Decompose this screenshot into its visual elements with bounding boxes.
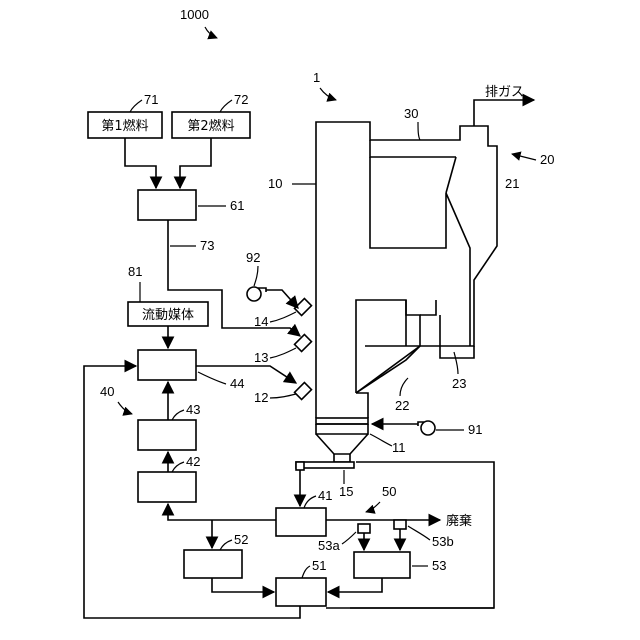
outlet-valve — [296, 462, 304, 470]
fuel2-ref: 72 — [234, 92, 248, 107]
return-loop — [440, 315, 474, 358]
line-53-51 — [328, 578, 382, 592]
unit43-ref: 43 — [186, 402, 200, 417]
cyclone-label: 21 — [505, 176, 519, 191]
unit51-leader — [302, 566, 310, 578]
nozzle-low-leader — [270, 394, 296, 398]
waste-label: 廃棄 — [446, 513, 472, 529]
unit41-ref: 41 — [318, 488, 332, 503]
unit41-leader — [304, 496, 316, 508]
fan-label: 91 — [468, 422, 482, 437]
furnace — [316, 122, 497, 393]
line-ref: 73 — [200, 238, 214, 253]
bottom-label: 11 — [392, 440, 406, 455]
return-loop-label: 23 — [452, 376, 466, 391]
outlet-label: 15 — [339, 484, 353, 499]
fuel1-leader — [130, 100, 142, 112]
exhaust-line — [474, 100, 534, 126]
nozzle-high-leader — [270, 312, 296, 322]
ref53a-leader — [342, 532, 356, 544]
group40-leader — [118, 402, 132, 414]
feeder-leader — [198, 372, 226, 384]
medium-text: 流動媒体 — [142, 308, 194, 323]
ref-53b: 53b — [432, 534, 454, 549]
air-distributor-plate — [316, 418, 368, 424]
sensor-53b — [394, 520, 406, 529]
nozzle-12 — [295, 383, 312, 400]
figure-label: 1000 — [180, 7, 209, 22]
nozzle-mid-label: 13 — [254, 350, 268, 365]
flue-label: 30 — [404, 106, 418, 121]
unit42-ref: 42 — [186, 454, 200, 469]
unit53-ref: 53 — [432, 558, 446, 573]
unit-42 — [138, 472, 196, 502]
figure-leader — [205, 27, 217, 38]
unit-53 — [354, 552, 410, 578]
apparatus-leader — [320, 88, 336, 100]
exhaust-label: 排ガス — [485, 85, 524, 100]
fuel1-ref: 71 — [144, 92, 158, 107]
line-41-42 — [168, 504, 276, 520]
mixer-61 — [138, 190, 196, 220]
fuel1-text: 第1燃料 — [101, 118, 148, 134]
unit52-ref: 52 — [234, 532, 248, 547]
nozzle-high-label: 14 — [254, 314, 268, 329]
unit52-leader — [220, 540, 232, 550]
furnace-label: 10 — [268, 176, 282, 191]
return-leg-label: 22 — [395, 398, 409, 413]
medium-ref: 81 — [128, 264, 142, 279]
blower-leader — [254, 266, 258, 286]
unit-43 — [138, 420, 196, 450]
bottom-leader — [370, 434, 392, 446]
unit-51 — [276, 578, 326, 606]
blower-92 — [247, 287, 298, 308]
unit43-leader — [172, 410, 184, 420]
fuel1-line — [125, 138, 156, 188]
mixer-ref: 61 — [230, 198, 244, 213]
line-52-51 — [212, 578, 274, 592]
return-loop-leader — [454, 352, 458, 374]
group50-leader — [366, 502, 380, 512]
ref53b-leader — [408, 526, 430, 540]
unit51-ref: 51 — [312, 558, 326, 573]
furnace-bottom — [316, 393, 368, 462]
apparatus-label: 1 — [313, 70, 320, 85]
nozzle-mid-leader — [270, 348, 296, 358]
nozzle-low-label: 12 — [254, 390, 268, 405]
unit-41 — [276, 508, 326, 536]
fuel2-leader — [220, 100, 232, 112]
feeder-44 — [138, 350, 196, 380]
fan-91 — [372, 421, 435, 435]
ref-53a: 53a — [318, 538, 340, 553]
blower-label: 92 — [246, 250, 260, 265]
sensor-53a — [358, 524, 370, 533]
separator-leader — [512, 154, 536, 160]
group50-label: 50 — [382, 484, 396, 499]
line-73 — [168, 220, 222, 312]
fuel2-line — [180, 138, 211, 188]
fuel2-text: 第2燃料 — [187, 118, 234, 134]
unit-52 — [184, 550, 242, 578]
feeder-ref: 44 — [230, 376, 244, 391]
flue-leader — [418, 122, 420, 140]
separator-label: 20 — [540, 152, 554, 167]
group40-label: 40 — [100, 384, 114, 399]
unit42-leader — [172, 462, 184, 472]
return-leg-leader — [400, 378, 408, 396]
